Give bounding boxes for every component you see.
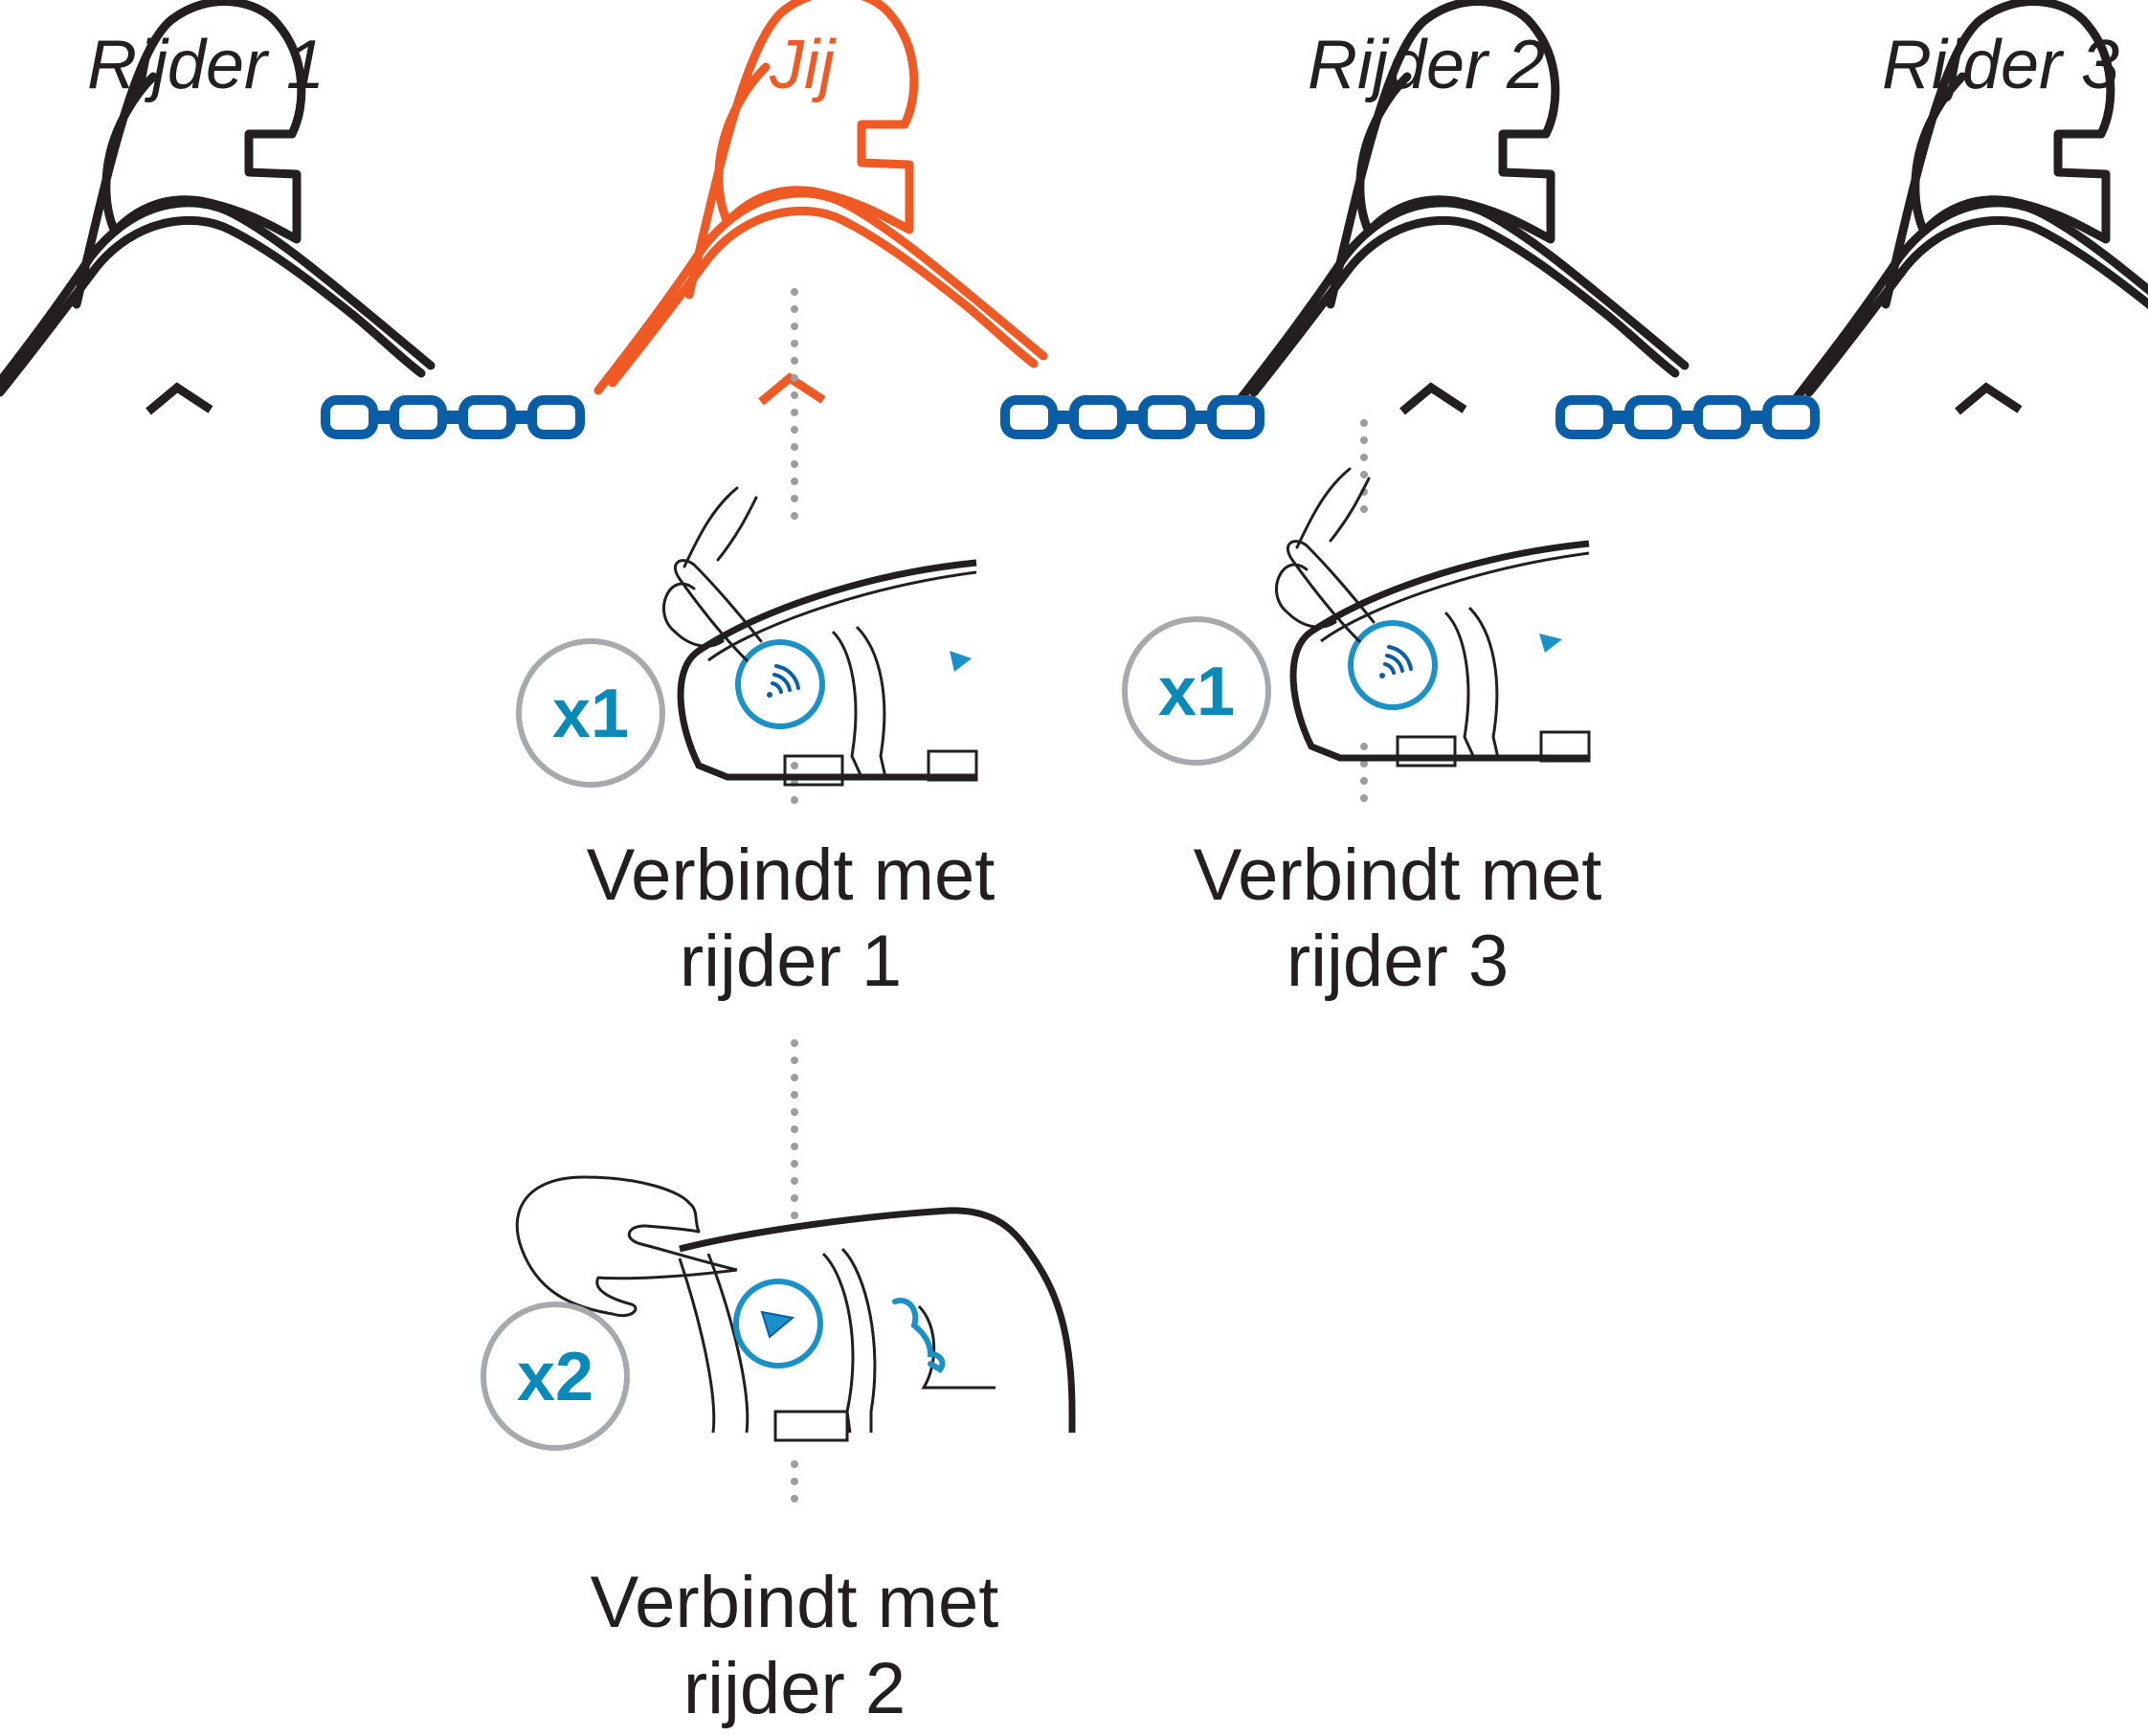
intercom-wave-icon <box>1379 645 1413 679</box>
step-2-press-count: x1 <box>1158 654 1235 730</box>
pointing-hand-icon <box>1275 467 1376 643</box>
play-triangle-icon <box>760 1310 795 1339</box>
step-2-device <box>1275 467 1591 768</box>
step-3-caption-line2: rijder 2 <box>682 1648 906 1729</box>
device-play-icon <box>1539 634 1562 653</box>
dotted-connector <box>791 288 1368 1516</box>
intercom-wave-icon <box>767 664 800 698</box>
chain-rider1-you <box>325 400 580 434</box>
step-2-caption-line1: Verbindt met <box>1193 835 1602 916</box>
step-2-press-badge: x1 <box>1122 616 1271 766</box>
rider-3-label: Rijder 3 <box>1881 27 2120 103</box>
step-1-caption: Verbindt met rijder 1 <box>456 833 1126 1005</box>
phone-icon <box>892 1298 946 1373</box>
step-3-press-count: x2 <box>517 1339 593 1415</box>
step-1-caption-line2: rijder 1 <box>679 921 903 1002</box>
step-2-caption-line2: rijder 3 <box>1286 921 1510 1002</box>
step-3-device <box>515 1175 1076 1442</box>
step-3-caption: Verbindt met rijder 2 <box>459 1560 1130 1732</box>
step-1-press-count: x1 <box>552 676 629 752</box>
step-2-caption: Verbindt met rijder 3 <box>1063 833 1733 1005</box>
step-1-press-badge: x1 <box>516 638 665 788</box>
you-figure <box>598 0 1043 402</box>
intercom-button-highlight <box>1348 620 1438 710</box>
rider-1-figure <box>0 1 431 412</box>
device-play-icon <box>950 651 972 672</box>
pointing-hand-icon <box>662 486 763 662</box>
rider-1-label: Rijder 1 <box>86 27 325 103</box>
step-1-device <box>662 486 978 787</box>
chain-you-rider2 <box>1005 400 1260 434</box>
step-3-caption-line1: Verbindt met <box>590 1562 999 1643</box>
pointing-hand-icon <box>515 1175 738 1318</box>
you-label: Jij <box>770 27 835 103</box>
rider-3-figure <box>1795 1 2148 412</box>
rider-2-label: Rijder 2 <box>1307 27 1546 103</box>
chain-rider2-rider3 <box>1560 400 1815 434</box>
step-3-press-badge: x2 <box>481 1302 630 1451</box>
step-1-caption-line1: Verbindt met <box>586 835 996 916</box>
rider-2-figure <box>1240 1 1685 412</box>
intercom-button-highlight <box>735 639 825 729</box>
